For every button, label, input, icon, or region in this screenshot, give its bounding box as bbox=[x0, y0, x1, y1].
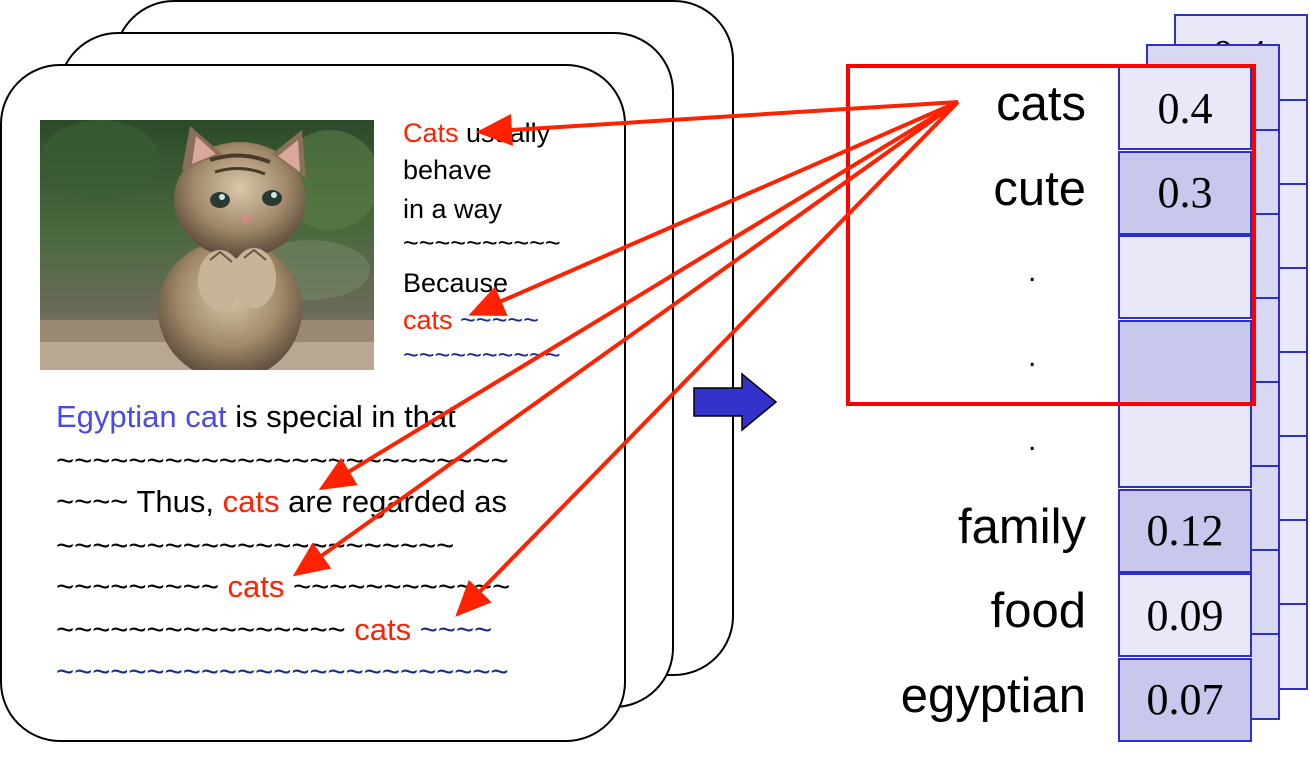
arrow-to-cats-5 bbox=[455, 100, 960, 617]
vector-cell: 0.3 bbox=[1118, 150, 1252, 235]
main-line-7: ~~~~~~~~~~~~~~~~~~~~~~~~~ bbox=[56, 654, 509, 689]
highlight-word: cats bbox=[227, 569, 285, 604]
vector-cell: 0.09 bbox=[1118, 573, 1252, 657]
highlight-word: cats bbox=[354, 612, 412, 647]
side-line-2: behave bbox=[403, 155, 492, 185]
arrow-to-cats-4 bbox=[292, 100, 960, 577]
vocabulary-word: cats bbox=[996, 77, 1086, 131]
highlight-word: Cats bbox=[403, 118, 459, 148]
main-line-2: ~~~~~~~~~~~~~~~~~~~~~~~~~ bbox=[56, 443, 509, 478]
vocabulary-word: food bbox=[990, 584, 1086, 638]
vector-cell: 0.12 bbox=[1118, 488, 1252, 573]
ellipsis-dot: . bbox=[1028, 424, 1037, 457]
vocabulary-word: egyptian bbox=[900, 668, 1086, 723]
ellipsis-dot: . bbox=[1028, 339, 1037, 373]
vector-cell: 0.4 bbox=[1118, 66, 1252, 150]
text-run: ~~~~~~~~~ bbox=[56, 569, 228, 604]
highlight-word: cats bbox=[403, 305, 453, 335]
vector-cell: 0.07 bbox=[1118, 657, 1252, 742]
vector-cell bbox=[1118, 235, 1252, 319]
vocabulary-list: cats cute... family food egyptian bbox=[820, 66, 1086, 742]
arrow-to-cats-1 bbox=[476, 100, 959, 146]
top-words-highlight-box bbox=[846, 64, 1256, 406]
side-line-4: ~~~~~~~~~~ bbox=[403, 228, 561, 258]
vector-cell bbox=[1118, 319, 1252, 404]
vocabulary-word: family bbox=[958, 499, 1086, 554]
side-line-3: in a way bbox=[403, 194, 503, 224]
entity-mention: Egyptian cat bbox=[56, 399, 227, 434]
main-line-4: ~~~~~~~~~~~~~~~~~~~~~~ bbox=[56, 528, 455, 563]
text-run: ~~~~ Thus, bbox=[56, 484, 223, 519]
text-run: ~~~~ bbox=[411, 612, 493, 647]
highlight-word: cats bbox=[222, 484, 280, 519]
transform-arrow-icon bbox=[693, 372, 778, 432]
vocabulary-word: cute bbox=[993, 161, 1086, 216]
arrow-to-cats-3 bbox=[318, 100, 960, 491]
main-line-6: ~~~~~~~~~~~~~~~~ cats ~~~~ bbox=[56, 614, 492, 645]
text-run: ~~~~~~~~~~~~~~~~ bbox=[56, 612, 355, 647]
ellipsis-dot: . bbox=[1028, 255, 1037, 288]
arrow-to-cats-2 bbox=[468, 100, 959, 316]
side-line-7: ~~~~~~~~~~ bbox=[403, 340, 561, 370]
kitten-photo bbox=[40, 120, 374, 370]
